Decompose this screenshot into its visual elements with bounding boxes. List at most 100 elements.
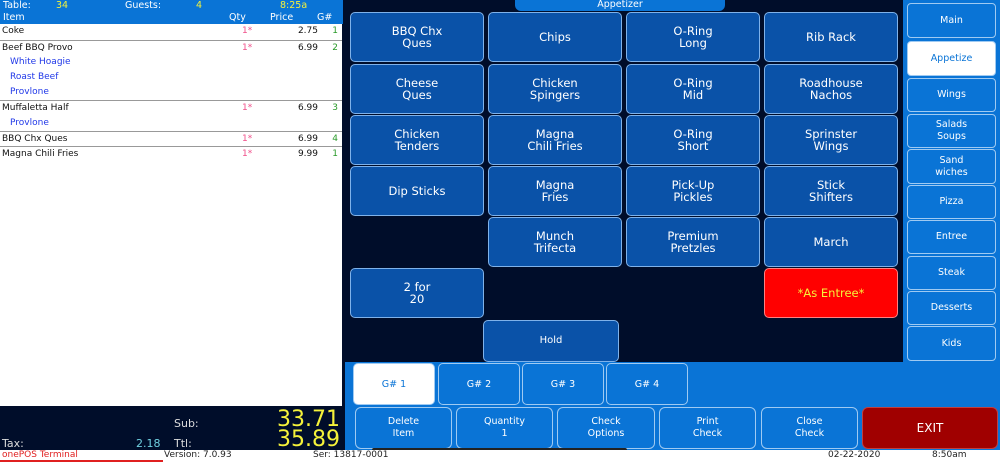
item-price: 6.99 bbox=[297, 42, 318, 53]
menu-item-button[interactable]: Rib Rack bbox=[764, 12, 898, 62]
menu-item-button[interactable]: Pick-Up Pickles bbox=[626, 166, 760, 216]
guests-count: 4 bbox=[196, 0, 203, 11]
menu-item-button[interactable]: Sprinster Wings bbox=[764, 115, 898, 165]
col-item: Item bbox=[3, 12, 25, 23]
item-name: BBQ Chx Ques bbox=[2, 133, 68, 144]
clock: 8:50am bbox=[932, 450, 967, 460]
category-sandwiches[interactable]: Sand wiches bbox=[907, 149, 996, 184]
total: 35.89 bbox=[277, 427, 340, 452]
item-name: Muffaletta Half bbox=[2, 103, 69, 113]
order-time: 8:25a bbox=[280, 0, 308, 11]
category-desserts[interactable]: Desserts bbox=[907, 291, 996, 325]
guest-tab-4[interactable]: G# 4 bbox=[606, 363, 688, 405]
menu-item-button[interactable]: March bbox=[764, 217, 898, 267]
delete-item-button[interactable]: Delete Item bbox=[355, 407, 452, 449]
menu-item-button[interactable]: O-Ring Mid bbox=[626, 64, 760, 114]
category-entree[interactable]: Entree bbox=[907, 220, 996, 254]
menu-item-button[interactable]: 2 for 20 bbox=[350, 268, 484, 318]
menu-item-button[interactable]: BBQ Chx Ques bbox=[350, 12, 484, 62]
category-main[interactable]: Main bbox=[907, 3, 996, 38]
close-check-button[interactable]: Close Check bbox=[761, 407, 858, 449]
category-appetize[interactable]: Appetize bbox=[907, 41, 996, 76]
item-guest: 3 bbox=[332, 103, 338, 113]
menu-item-button[interactable]: Roadhouse Nachos bbox=[764, 64, 898, 114]
item-qty: 1* bbox=[242, 26, 253, 36]
tax-label: Tax: bbox=[2, 437, 24, 450]
col-qty: Qty bbox=[229, 12, 246, 23]
order-row[interactable]: Coke 1* 2.75 1 bbox=[0, 24, 342, 40]
menu-item-button[interactable]: Chicken Spingers bbox=[488, 64, 622, 114]
hold-button[interactable]: Hold bbox=[483, 320, 619, 362]
guest-tab-3[interactable]: G# 3 bbox=[522, 363, 604, 405]
ttl-label: Ttl: bbox=[174, 437, 192, 450]
order-header: Table: 34 Guests: 4 8:25a Item Qty Price… bbox=[0, 0, 343, 24]
guest-tab-2[interactable]: G# 2 bbox=[438, 363, 520, 405]
quantity-button[interactable]: Quantity 1 bbox=[456, 407, 553, 449]
serial: Ser: 13817-0001 bbox=[313, 450, 389, 460]
exit-button[interactable]: EXIT bbox=[862, 407, 998, 449]
category-pizza[interactable]: Pizza bbox=[907, 185, 996, 219]
totals: Sub: 33.71 Tax: 2.18 Ttl: 35.89 bbox=[0, 406, 343, 452]
menu-item-button[interactable]: Dip Sticks bbox=[350, 166, 484, 216]
category-steak[interactable]: Steak bbox=[907, 256, 996, 290]
item-qty: 1* bbox=[242, 149, 253, 159]
category-kids[interactable]: Kids bbox=[907, 326, 996, 361]
print-check-button[interactable]: Print Check bbox=[659, 407, 756, 449]
item-price: 6.99 bbox=[297, 133, 318, 144]
menu-item-button[interactable]: Magna Chili Fries bbox=[488, 115, 622, 165]
guest-tab-1[interactable]: G# 1 bbox=[353, 363, 435, 405]
as-entree-button[interactable]: *As Entree* bbox=[764, 268, 898, 318]
menu-item-button[interactable]: O-Ring Short bbox=[626, 115, 760, 165]
status-bar: onePOS Terminal Version: 7.0.93 Ser: 138… bbox=[0, 450, 1000, 462]
status-accent bbox=[0, 460, 163, 462]
item-guest: 1 bbox=[332, 149, 338, 159]
date: 02-22-2020 bbox=[828, 450, 881, 460]
item-guest: 1 bbox=[332, 26, 338, 36]
item-name: Magna Chili Fries bbox=[2, 149, 79, 159]
check-options-button[interactable]: Check Options bbox=[557, 407, 655, 449]
menu-item-button[interactable]: O-Ring Long bbox=[626, 12, 760, 62]
menu-item-button[interactable]: Chicken Tenders bbox=[350, 115, 484, 165]
item-modifier[interactable]: White Hoagie bbox=[10, 57, 71, 67]
table-number: 34 bbox=[56, 0, 69, 11]
menu-item-button[interactable]: Premium Pretzles bbox=[626, 217, 760, 267]
item-guest: 4 bbox=[332, 133, 338, 144]
item-modifier[interactable]: Provlone bbox=[10, 117, 49, 128]
tax: 2.18 bbox=[136, 437, 161, 450]
item-price: 6.99 bbox=[297, 103, 318, 113]
table-label: Table: bbox=[3, 0, 31, 11]
col-g: G# bbox=[317, 12, 333, 23]
order-row[interactable]: Muffaletta Half 1* 6.99 3 bbox=[0, 100, 342, 116]
item-modifier[interactable]: Provlone bbox=[10, 87, 49, 97]
item-qty: 1* bbox=[242, 133, 253, 144]
item-name: Coke bbox=[2, 26, 25, 36]
order-row[interactable]: BBQ Chx Ques 1* 6.99 4 bbox=[0, 130, 342, 147]
version: Version: 7.0.93 bbox=[164, 450, 232, 460]
item-modifier[interactable]: Roast Beef bbox=[10, 72, 59, 82]
col-price: Price bbox=[270, 12, 294, 23]
category-saladssoups[interactable]: Salads Soups bbox=[907, 114, 996, 148]
app-name: onePOS Terminal bbox=[2, 450, 78, 460]
item-price: 9.99 bbox=[297, 149, 318, 159]
menu-item-button[interactable]: Chips bbox=[488, 12, 622, 62]
item-qty: 1* bbox=[242, 103, 253, 113]
category-wings[interactable]: Wings bbox=[907, 78, 996, 112]
subtotal: 33.71 bbox=[277, 407, 340, 432]
sub-label: Sub: bbox=[174, 417, 199, 430]
item-guest: 2 bbox=[332, 42, 338, 53]
order-row[interactable]: Magna Chili Fries 1* 9.99 1 bbox=[0, 146, 342, 162]
order-row[interactable]: Beef BBQ Provo 1* 6.99 2 bbox=[0, 39, 342, 56]
item-price: 2.75 bbox=[297, 26, 318, 36]
order-panel: Table: 34 Guests: 4 8:25a Item Qty Price… bbox=[0, 0, 343, 452]
item-qty: 1* bbox=[242, 42, 253, 53]
menu-item-button[interactable]: Cheese Ques bbox=[350, 64, 484, 114]
menu-title: Appetizer bbox=[515, 0, 725, 11]
menu-item-button[interactable]: Stick Shifters bbox=[764, 166, 898, 216]
guests-label: Guests: bbox=[125, 0, 162, 11]
menu-item-button[interactable]: Munch Trifecta bbox=[488, 217, 622, 267]
item-name: Beef BBQ Provo bbox=[2, 42, 73, 53]
menu-item-button[interactable]: Magna Fries bbox=[488, 166, 622, 216]
